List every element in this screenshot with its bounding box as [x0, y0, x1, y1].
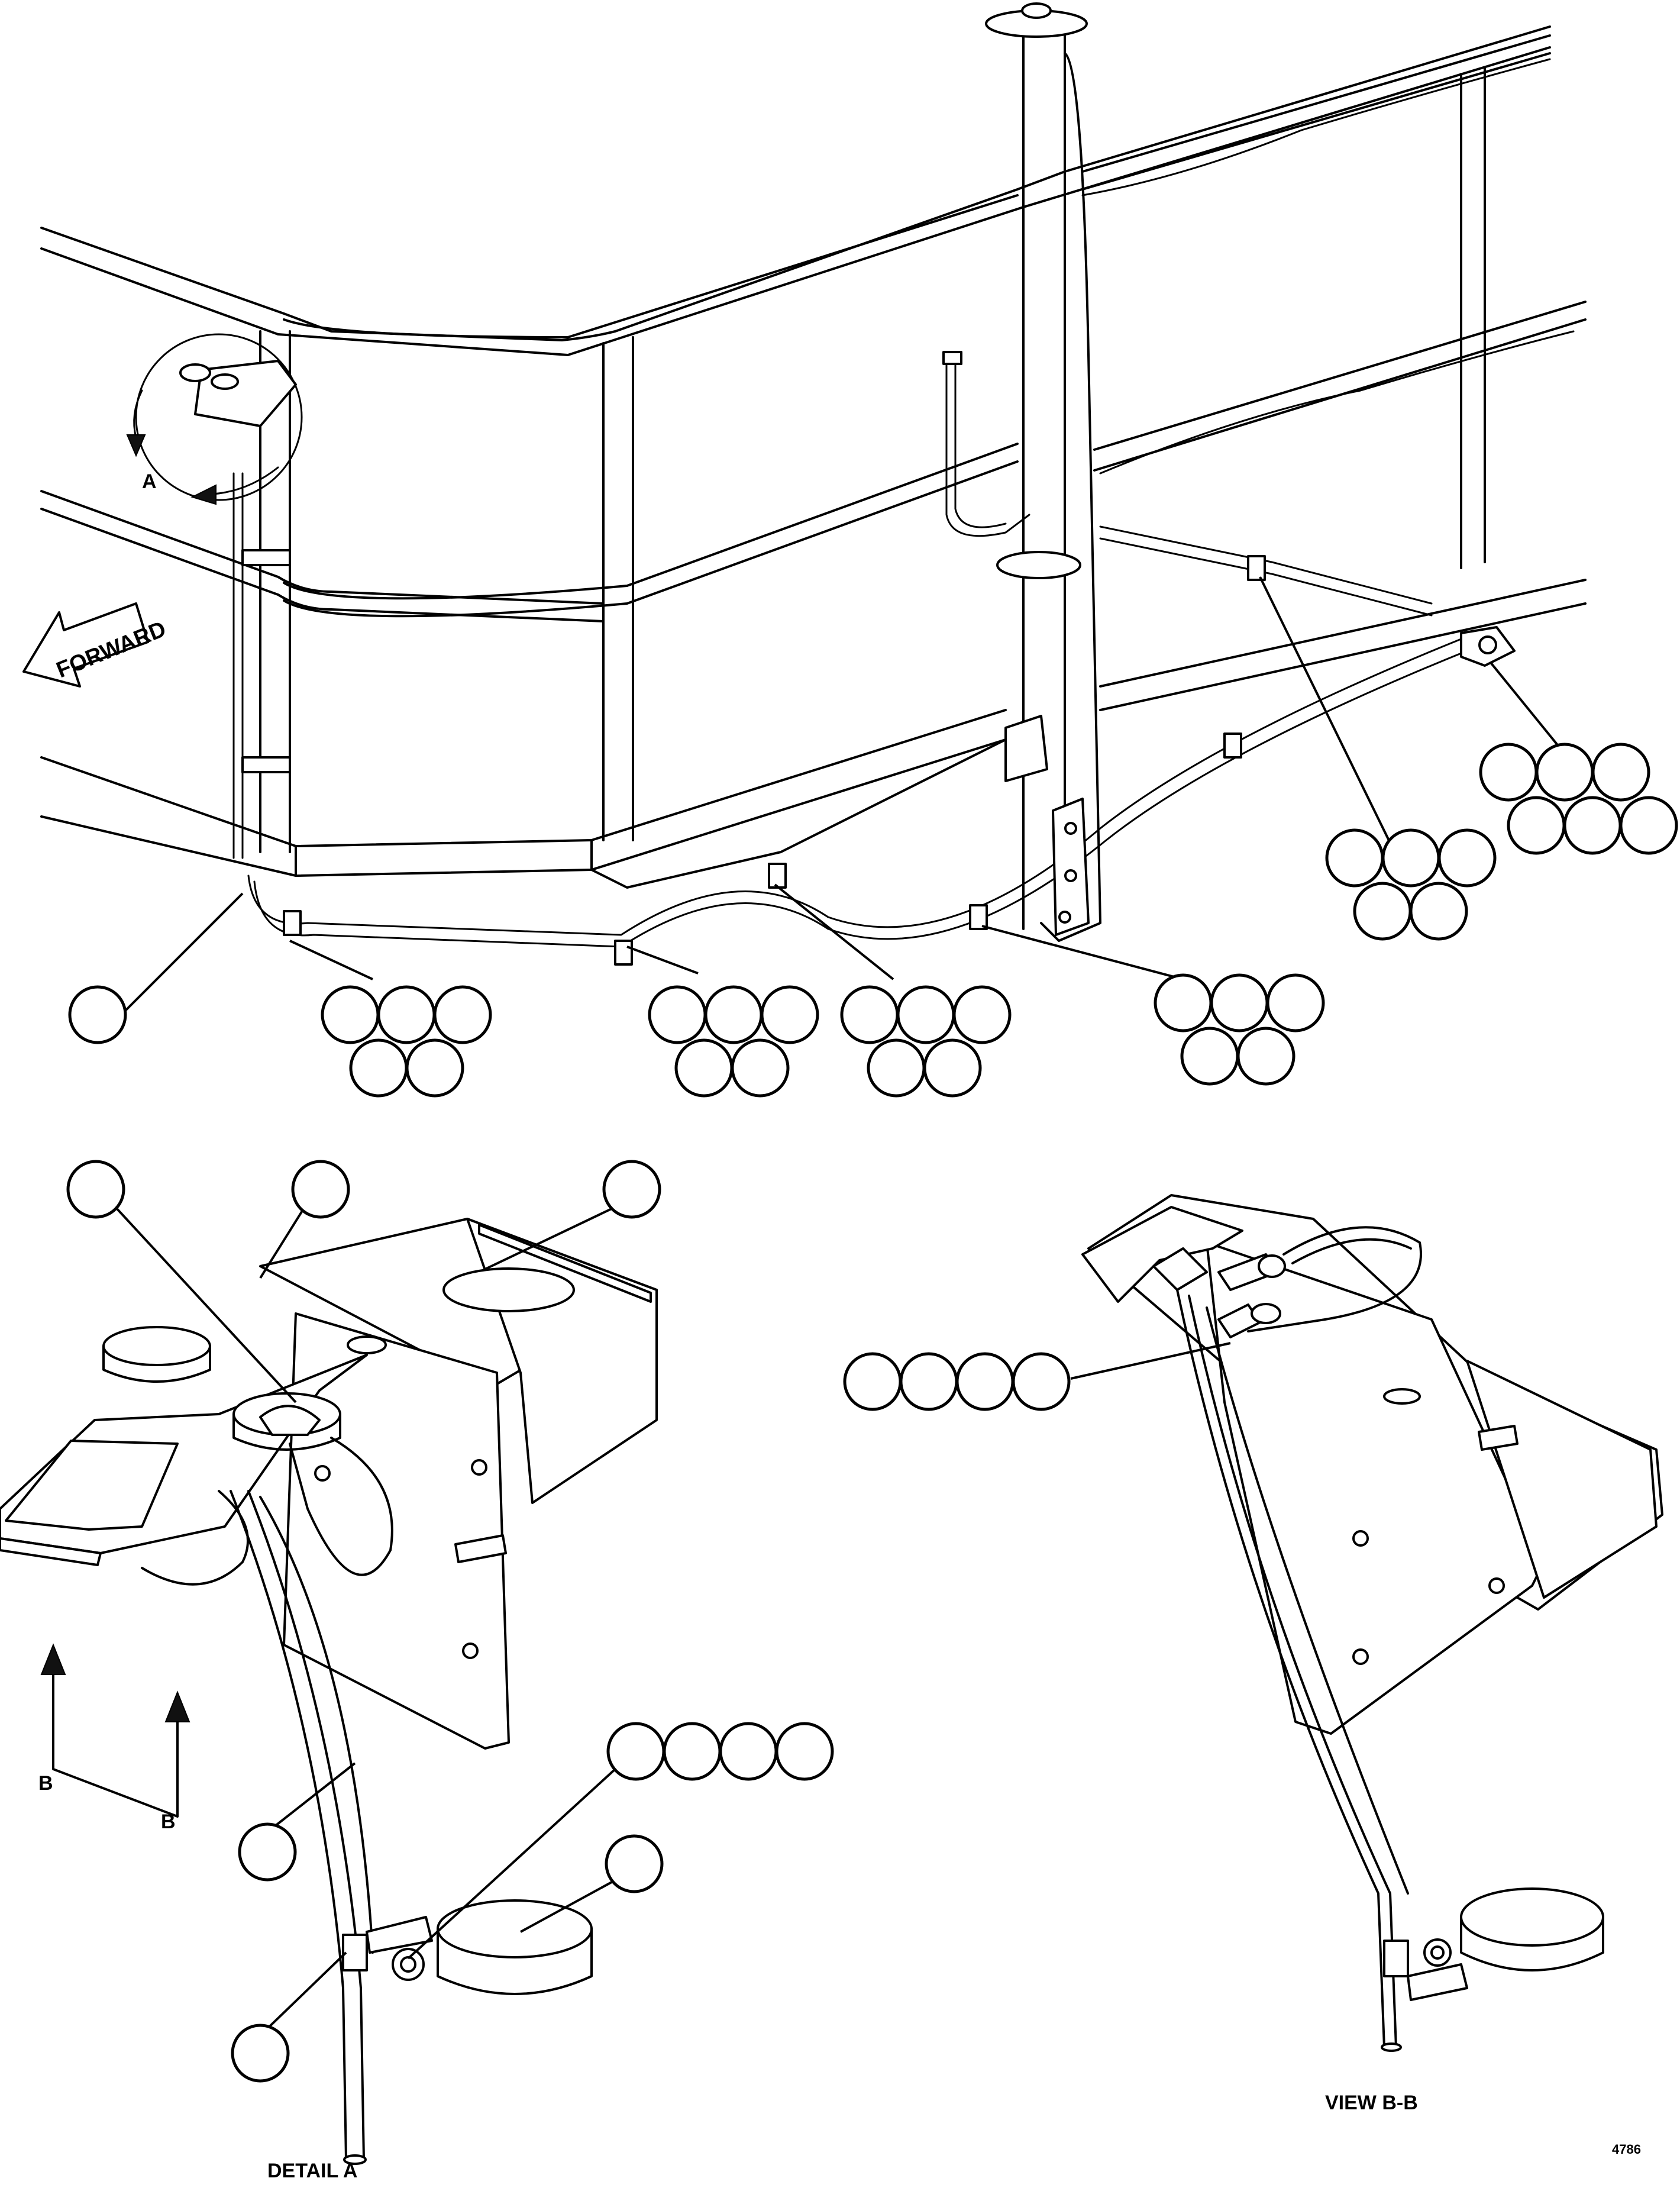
- callout-balloon: [674, 1038, 734, 1098]
- callout-balloon: [896, 985, 955, 1044]
- callout-balloon: [231, 2024, 290, 2083]
- callout-balloon: [433, 985, 492, 1044]
- callout-balloon: [321, 985, 380, 1044]
- callout-balloon: [66, 1160, 125, 1219]
- detail-a-callouts: [66, 1160, 834, 2083]
- callout-balloon: [405, 1038, 464, 1098]
- detail-a-assembly: [0, 1218, 658, 2165]
- callout-balloon: [1409, 882, 1468, 941]
- callout-balloon: [602, 1160, 661, 1219]
- callout-balloon: [1591, 743, 1650, 802]
- callout-balloon: [1236, 1027, 1295, 1086]
- callout-balloon: [1266, 973, 1325, 1032]
- callout-balloon: [68, 985, 127, 1044]
- callout-balloon: [1180, 1027, 1239, 1086]
- callout-balloon: [843, 1352, 902, 1411]
- callout-balloon: [760, 985, 819, 1044]
- callout-balloon: [719, 1722, 778, 1781]
- callout-balloon: [1507, 796, 1566, 855]
- callout-balloon: [1619, 796, 1678, 855]
- callout-balloon: [840, 985, 899, 1044]
- callout-balloon: [1479, 743, 1538, 802]
- callout-balloon: [704, 985, 763, 1044]
- callout-balloon: [1353, 882, 1412, 941]
- callout-balloon: [1535, 743, 1594, 802]
- callout-balloon: [1437, 828, 1497, 888]
- callout-balloon: [775, 1722, 834, 1781]
- callout-balloon: [952, 985, 1012, 1044]
- view-bb-title: VIEW B-B: [1325, 2092, 1418, 2114]
- callout-balloon: [377, 985, 436, 1044]
- drawing-number: 4786: [1612, 2142, 1641, 2157]
- callout-balloon: [1325, 828, 1384, 888]
- callout-balloon: [1210, 973, 1269, 1032]
- top-callouts: [68, 576, 1678, 1098]
- callout-balloon: [1563, 796, 1622, 855]
- callout-balloon: [291, 1160, 350, 1219]
- callout-balloon: [605, 1834, 664, 1893]
- detail-a-title: DETAIL A: [267, 2160, 357, 2182]
- callout-balloon: [238, 1822, 297, 1882]
- callout-balloon: [1154, 973, 1213, 1032]
- callout-balloon: [349, 1038, 408, 1098]
- view-bb-callouts: [843, 1342, 1231, 1411]
- view-ref-left-label: B: [38, 1772, 53, 1795]
- view-ref-right-label: B: [161, 1811, 176, 1833]
- callout-balloon: [899, 1352, 958, 1411]
- callout-balloon: [606, 1722, 665, 1781]
- callout-balloon: [1381, 828, 1440, 888]
- callout-balloon: [867, 1038, 926, 1098]
- callout-balloon: [955, 1352, 1015, 1411]
- callout-balloon: [731, 1038, 790, 1098]
- forward-arrow: FORWARD: [22, 602, 170, 688]
- view-bb-assembly: [1081, 1194, 1663, 2052]
- platform-assembly: [40, 2, 1587, 966]
- callout-balloon: [923, 1038, 982, 1098]
- callout-balloon: [663, 1722, 722, 1781]
- detail-ref-label: A: [142, 470, 157, 493]
- callout-balloon: [1012, 1352, 1071, 1411]
- callout-balloon: [648, 985, 707, 1044]
